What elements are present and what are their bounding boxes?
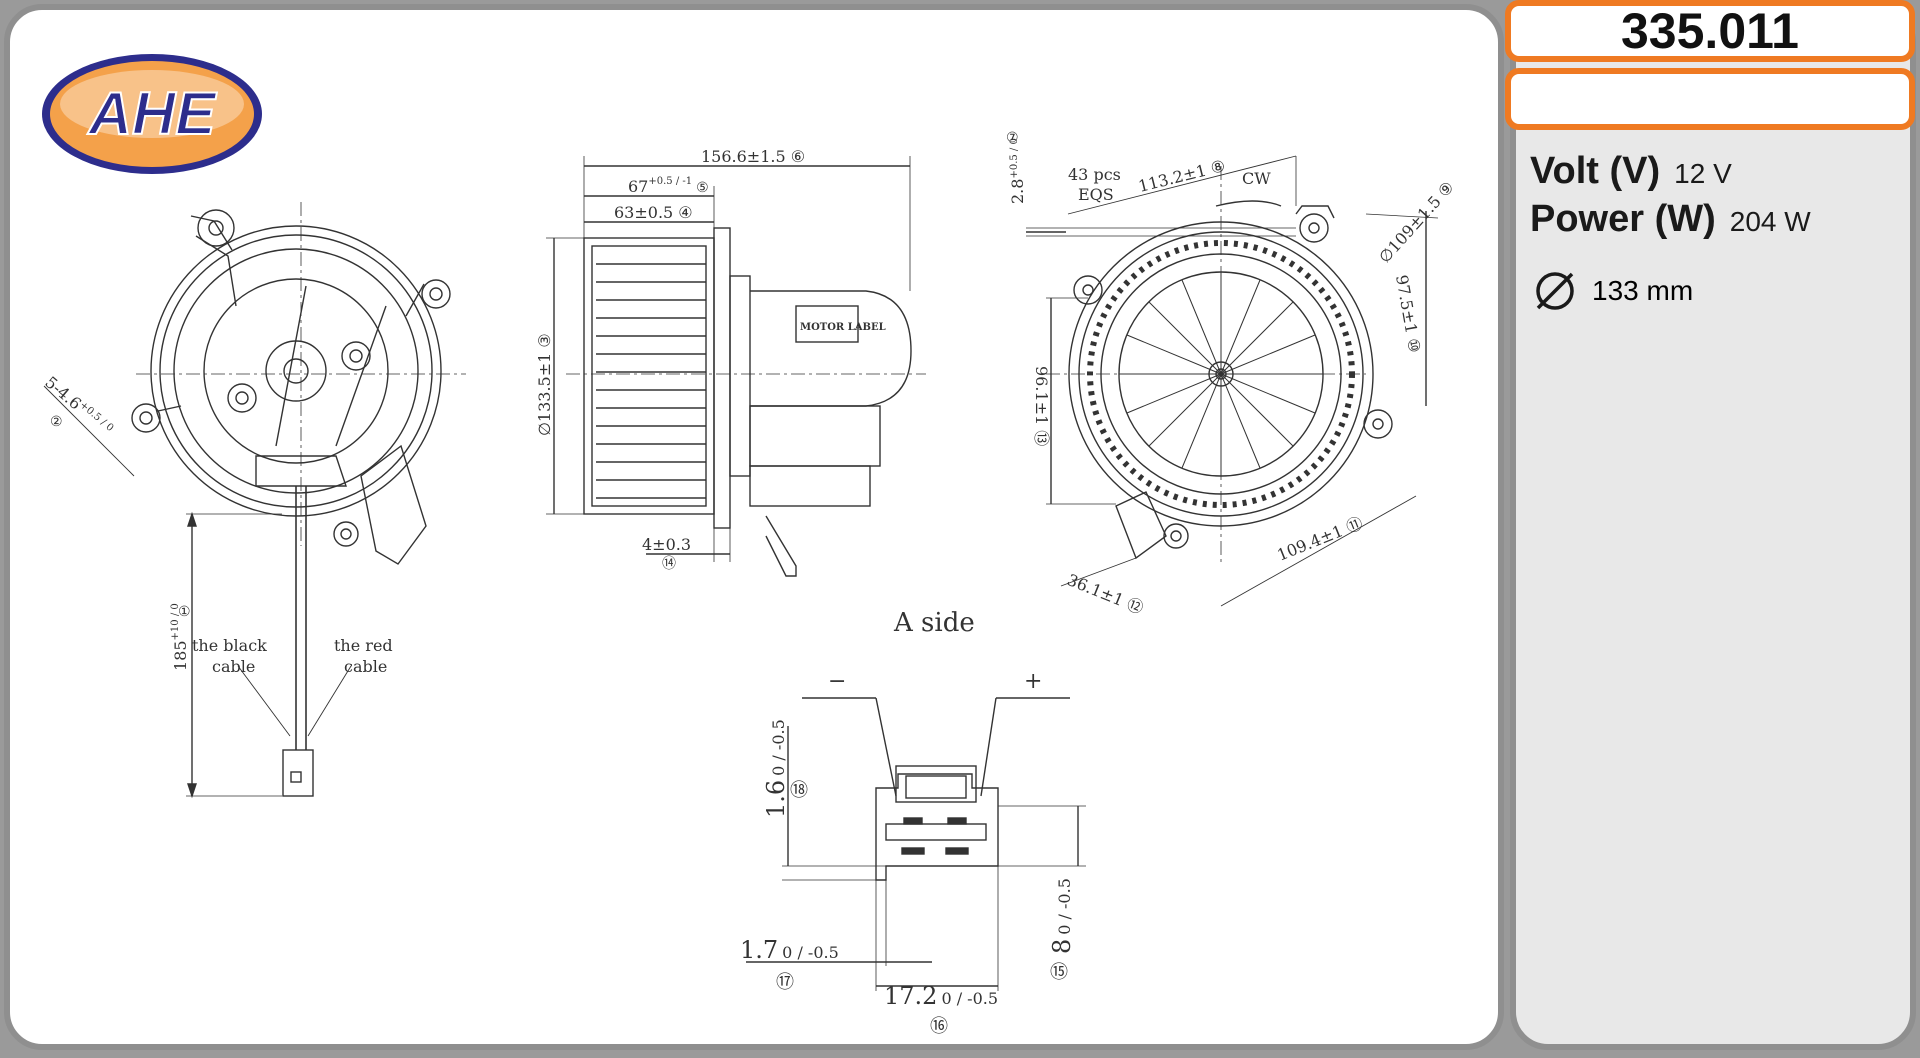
dim-63: 63±0.5 ④ [614, 203, 693, 222]
dim-1-6-tolerance: 0 / -0.5 [769, 719, 788, 776]
side-view [546, 156, 926, 577]
svg-text:80 / -0.5: 8 0 / -0.5 [1048, 878, 1076, 954]
volt-value: 12 V [1674, 158, 1732, 189]
red-cable-label-2: cable [344, 657, 387, 676]
dim-67-number: ⑤ [696, 180, 709, 196]
volt-row: Volt (V) 12 V [1530, 150, 1732, 193]
red-cable-label: the red [334, 636, 393, 655]
svg-text:1.60 / -0.5: 1.6 0 / -0.5 [762, 719, 790, 818]
fan-blades [1119, 272, 1323, 476]
dim-cable-tolerance: +10 / 0 [170, 603, 181, 640]
dim-109-4: 109.4±1 ⑪ [1274, 513, 1365, 565]
dim-96-1: 96.1±1 ⑬ [1032, 366, 1051, 446]
svg-text:17.20 / -0.5: 17.20 / -0.5 [884, 982, 998, 1010]
blade-count-eqs: EQS [1078, 185, 1114, 204]
dim-cable-length: 185 [171, 640, 190, 671]
power-row: Power (W) 204 W [1530, 198, 1811, 241]
dim-17-2: 17.2 [884, 982, 937, 1010]
left-view [43, 202, 466, 799]
svg-text:185+10 / 0: 185+10 / 0 [170, 603, 190, 671]
dim-2-8-tolerance: +0.5 / 0 [1009, 138, 1020, 178]
dim-67-tolerance: +0.5 / -1 [648, 176, 692, 187]
dim-36-1: 36.1±1 ⑫ [1065, 570, 1147, 618]
dim-8-tolerance: 0 / -0.5 [1055, 878, 1074, 935]
power-label: Power (W) [1530, 198, 1716, 240]
motor-label: MOTOR LABEL [800, 322, 886, 333]
part-number: 335.011 [1505, 0, 1915, 62]
svg-text:67+0.5 / -1⑤: 67+0.5 / -1 ⑤ [628, 176, 709, 196]
diameter-value: 133 mm [1592, 275, 1694, 306]
dim-hole-tolerance: +0.5 / 0 [77, 400, 115, 434]
connector-title: A side [893, 608, 975, 638]
dim-113-2: 113.2±1 ⑧ [1136, 156, 1227, 196]
blade-count: 43 pcs [1068, 165, 1121, 184]
secondary-box [1505, 68, 1915, 130]
dim-cable-number: ① [178, 604, 191, 620]
dim-17-2-tolerance: 0 / -0.5 [941, 989, 998, 1008]
dim-diameter: ∅133.5±1 ③ [535, 333, 554, 436]
technical-drawing-panel: AHE [4, 4, 1504, 1050]
dim-97-5: 97.5±1 ⑩ [1392, 273, 1424, 354]
dim-8-number: ⑮ [1050, 962, 1068, 983]
diameter-icon [1536, 272, 1574, 310]
svg-text:2.8+0.5 / 0: 2.8+0.5 / 0 [1008, 138, 1027, 204]
dim-1-7-tolerance: 0 / -0.5 [782, 943, 839, 962]
dim-8: 8 [1048, 939, 1076, 954]
front-view [1026, 155, 1439, 607]
black-cable-label: the black [192, 636, 267, 655]
volt-label: Volt (V) [1530, 150, 1661, 192]
dim-67: 67 [628, 177, 648, 196]
spec-panel [1510, 4, 1916, 1050]
dim-109: ∅109±1.5 ⑨ [1375, 178, 1458, 267]
side-view-labels: 156.6±1.5 ⑥ 67+0.5 / -1 ⑤ 63±0.5 ④ ∅133.5… [535, 147, 886, 572]
svg-text:1.70 / -0.5: 1.70 / -0.5 [740, 936, 839, 964]
dim-1-7-number: ⑰ [776, 972, 794, 993]
rotation-cw: CW [1242, 169, 1271, 188]
dim-4-number: ⑭ [662, 556, 676, 572]
dim-2-8: 2.8 [1008, 179, 1027, 204]
dim-1-7: 1.7 [740, 936, 778, 964]
dim-4: 4±0.3 [642, 535, 691, 554]
dim-hole-number: ② [50, 414, 63, 430]
power-value: 204 W [1729, 206, 1811, 237]
dim-1-6-number: ⑱ [790, 780, 808, 801]
ahe-logo: AHE [42, 54, 262, 174]
logo-text: AHE [87, 80, 218, 147]
connector-plus: + [1024, 669, 1042, 694]
technical-drawing: AHE [41, 54, 1458, 1037]
black-cable-label-2: cable [212, 657, 255, 676]
diameter-row: 133 mm [1532, 268, 1693, 314]
dim-total-length: 156.6±1.5 ⑥ [701, 147, 805, 166]
connector-minus: − [828, 669, 846, 694]
connector-view [746, 697, 1086, 991]
dim-2-8-number: ⑦ [1006, 130, 1019, 146]
dim-17-2-number: ⑯ [930, 1016, 948, 1037]
dim-1-6: 1.6 [762, 780, 790, 818]
